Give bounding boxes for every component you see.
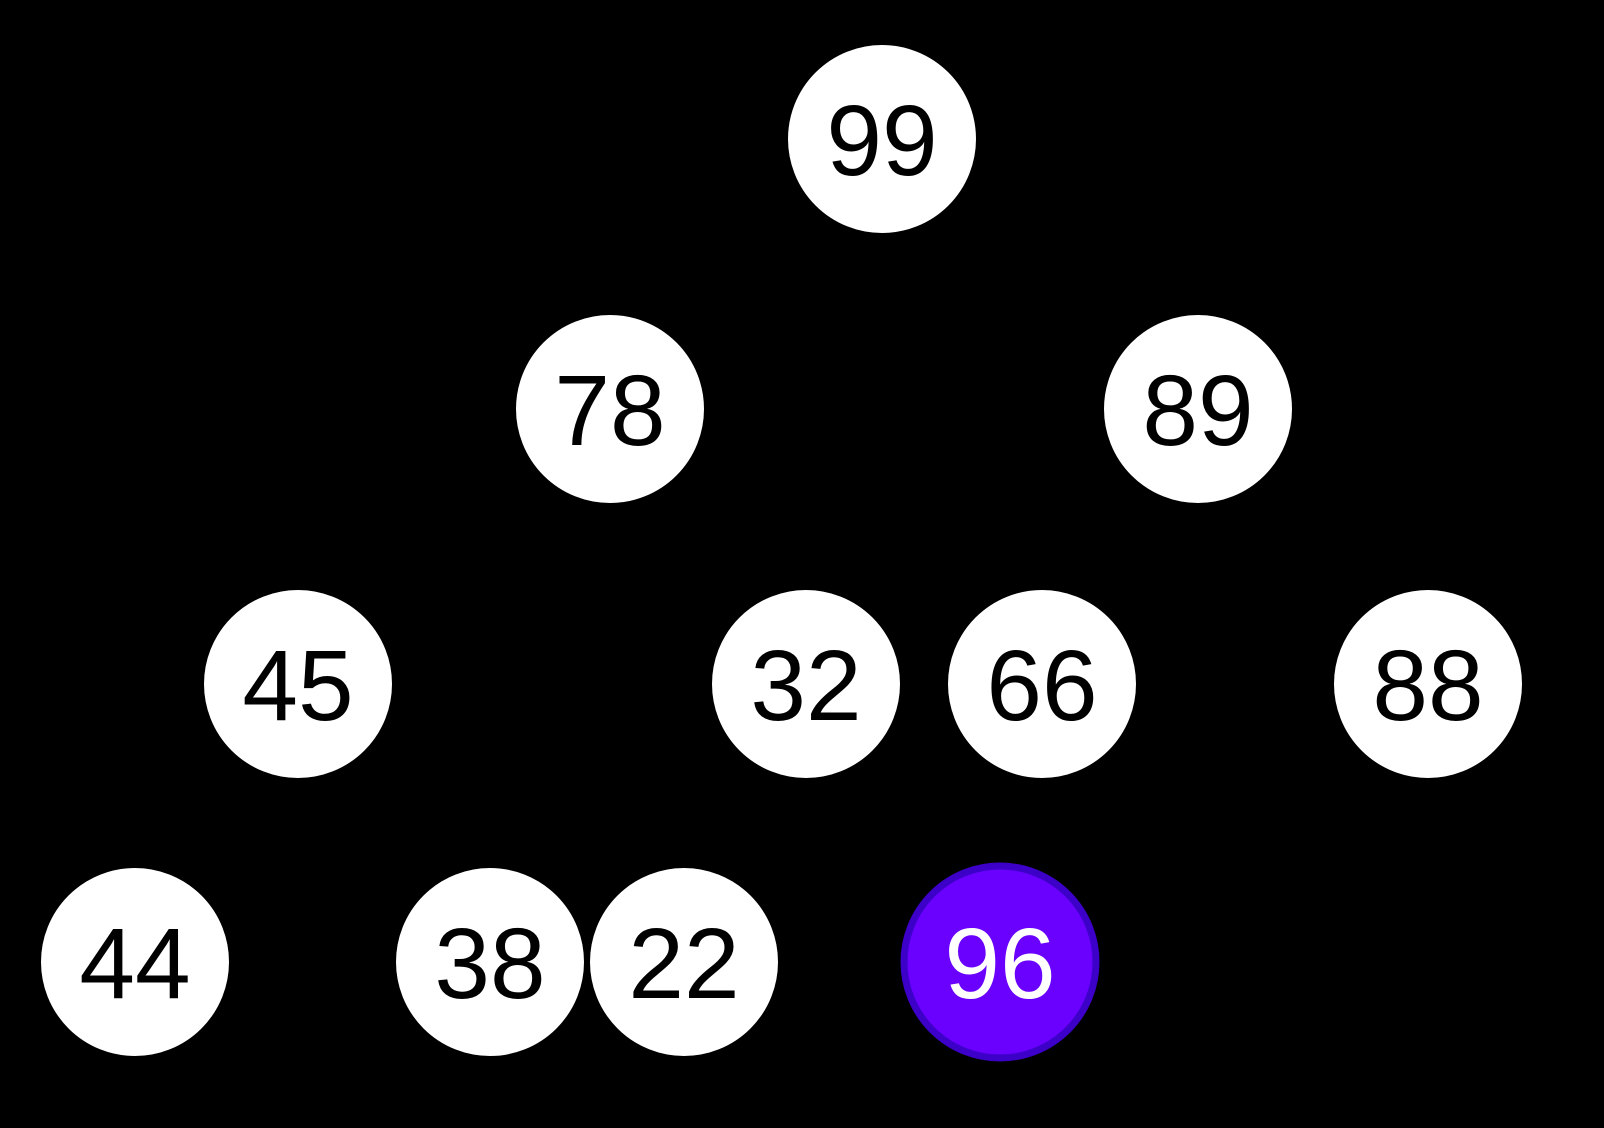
graph-node-45[interactable]: 45 [200,586,396,782]
node-circle[interactable] [200,586,396,782]
node-label: 99 [826,85,937,197]
node-label: 45 [242,630,353,742]
graph-edge [368,470,540,623]
graph-edge [181,765,252,881]
node-label: 32 [750,630,861,742]
node-circle[interactable] [512,311,708,507]
graph-node-89[interactable]: 89 [1100,311,1296,507]
node-circle[interactable] [944,586,1140,782]
node-label: 96 [944,908,1055,1020]
graph-node-78[interactable]: 78 [512,311,708,507]
edge-layer [181,199,1368,885]
node-label: 66 [986,630,1097,742]
graph-edge [720,771,770,875]
graph-node-99[interactable]: 99 [784,41,980,237]
graph-node-38[interactable]: 38 [392,864,588,1060]
node-label: 44 [79,908,190,1020]
graph-edge [350,761,438,885]
graph-node-88[interactable]: 88 [1330,586,1526,782]
node-layer: 99 78 89 45 32 66 88 44 38 22 96 [37,41,1526,1062]
graph-edge [1087,491,1153,602]
node-label: 88 [1372,630,1483,742]
graph-edge [953,199,1127,349]
node-circle[interactable] [1330,586,1526,782]
graph-node-96[interactable]: 96 [900,862,1100,1062]
graph-edge [664,486,752,607]
graph-node-22[interactable]: 22 [586,864,782,1060]
node-label: 38 [434,908,545,1020]
node-circle[interactable] [1100,311,1296,507]
graph-node-66[interactable]: 66 [944,586,1140,782]
node-circle[interactable] [784,41,980,237]
node-circle[interactable] [37,864,233,1060]
graph-node-44[interactable]: 44 [37,864,233,1060]
node-circle[interactable] [586,864,782,1060]
node-label: 22 [628,908,739,1020]
node-circle[interactable] [900,862,1100,1062]
node-circle[interactable] [708,586,904,782]
node-label: 89 [1142,355,1253,467]
graph-edge [1012,778,1030,868]
graph-edge [676,205,816,343]
node-label: 78 [554,355,665,467]
graph-node-32[interactable]: 32 [708,586,904,782]
graph-edge [1258,481,1368,612]
